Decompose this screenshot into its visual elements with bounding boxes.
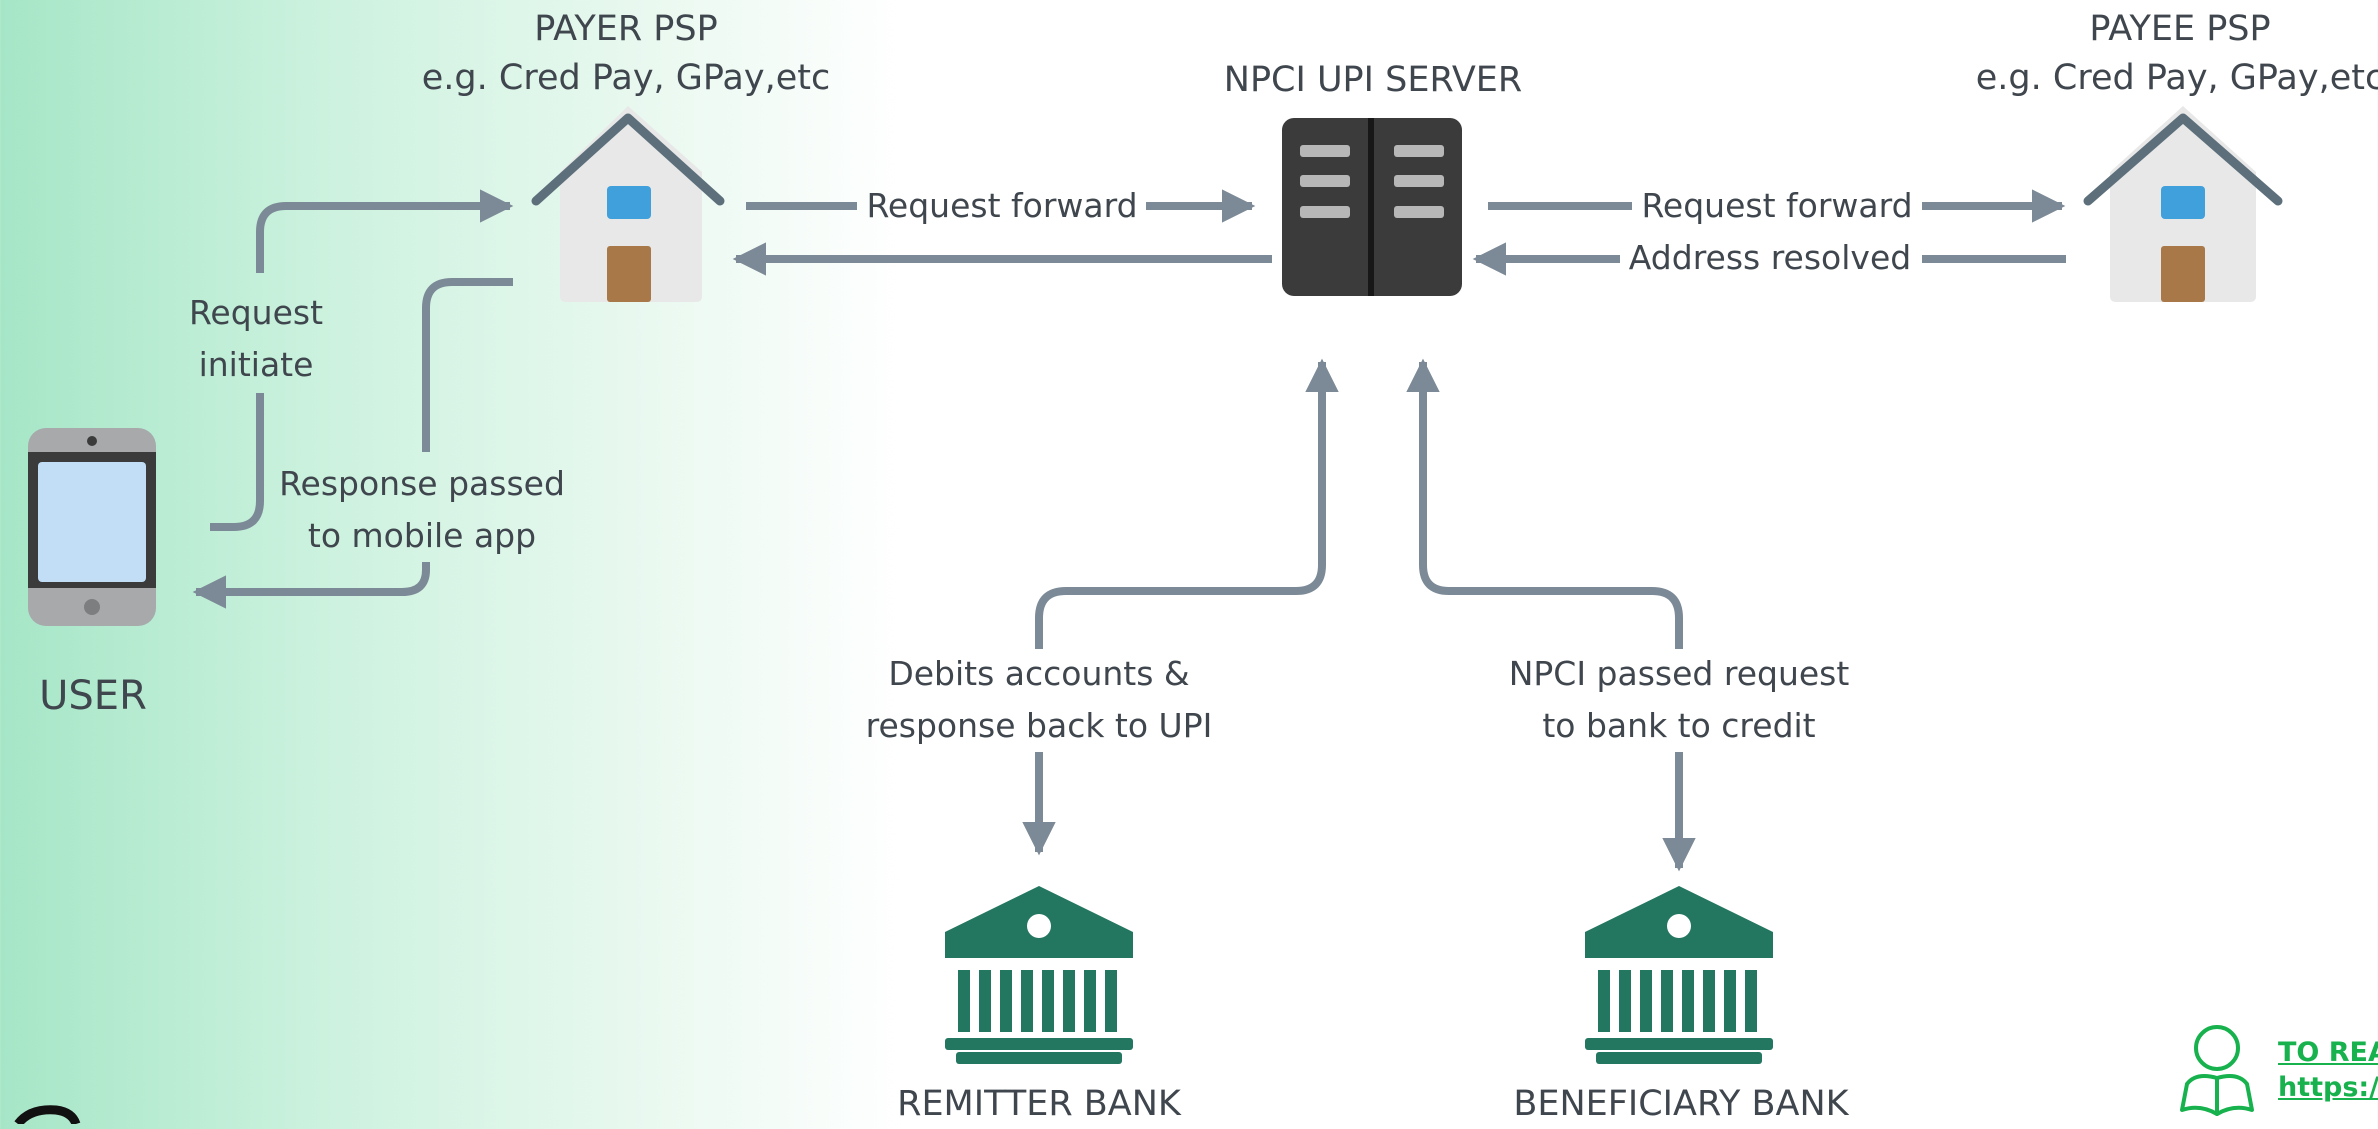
npci-server-icon [1282, 118, 1462, 296]
payer-psp-label: PAYER PSP e.g. Cred Pay, GPay,etc [422, 5, 830, 103]
debits-accounts-arrow [1035, 358, 1339, 649]
address-resolved-label: Address resolved [1628, 238, 1912, 277]
remitter-bank-icon [945, 886, 1133, 1064]
beneficiary-bank-label: BENEFICIARY BANK [1513, 1084, 1849, 1124]
remitter-bank-label: REMITTER BANK [897, 1084, 1181, 1124]
payee-psp-label: PAYEE PSP e.g. Cred Pay, GPay,etc [1976, 5, 2378, 103]
request-initiate-label: Request initiate [188, 293, 324, 384]
read-more-link[interactable]: TO REA https:/ [2278, 1035, 2378, 1105]
read-more-line-1[interactable]: TO REA [2278, 1037, 2378, 1068]
payee-psp-subtitle: e.g. Cred Pay, GPay,etc [1975, 58, 2378, 98]
payer-psp-subtitle: e.g. Cred Pay, GPay,etc [421, 58, 831, 98]
reader-icon [2180, 1025, 2254, 1116]
npci-passed-request-label: NPCI passed request to bank to credit [1508, 654, 1850, 745]
response-passed-arrow [192, 562, 430, 609]
response-passed-label: Response passed to mobile app [279, 464, 565, 555]
mobile-phone-icon [28, 428, 156, 626]
payee-psp-title: PAYEE PSP [2089, 9, 2271, 49]
beneficiary-bank-icon [1585, 886, 1773, 1064]
npci-server-label: NPCI UPI SERVER [1224, 56, 1522, 105]
payer-psp-title: PAYER PSP [534, 9, 718, 49]
user-label: USER [39, 673, 147, 719]
request-initiate-arrow-upper [256, 189, 514, 273]
logo-fragment [14, 1105, 81, 1124]
npci-passed-request-arrow [1406, 358, 1683, 649]
payee-request-forward-label: Request forward [1641, 186, 1913, 225]
read-more-url[interactable]: https:/ [2278, 1072, 2378, 1104]
response-passed-arrow-upper [422, 278, 513, 452]
request-initiate-arrow [210, 393, 264, 531]
payee-psp-house-icon [2083, 106, 2283, 302]
payer-request-forward-label: Request forward [866, 186, 1138, 225]
payer-psp-house-icon [531, 106, 725, 302]
debits-accounts-label: Debits accounts & response back to UPI [865, 654, 1213, 745]
npci-server-title: NPCI UPI SERVER [1223, 60, 1523, 100]
